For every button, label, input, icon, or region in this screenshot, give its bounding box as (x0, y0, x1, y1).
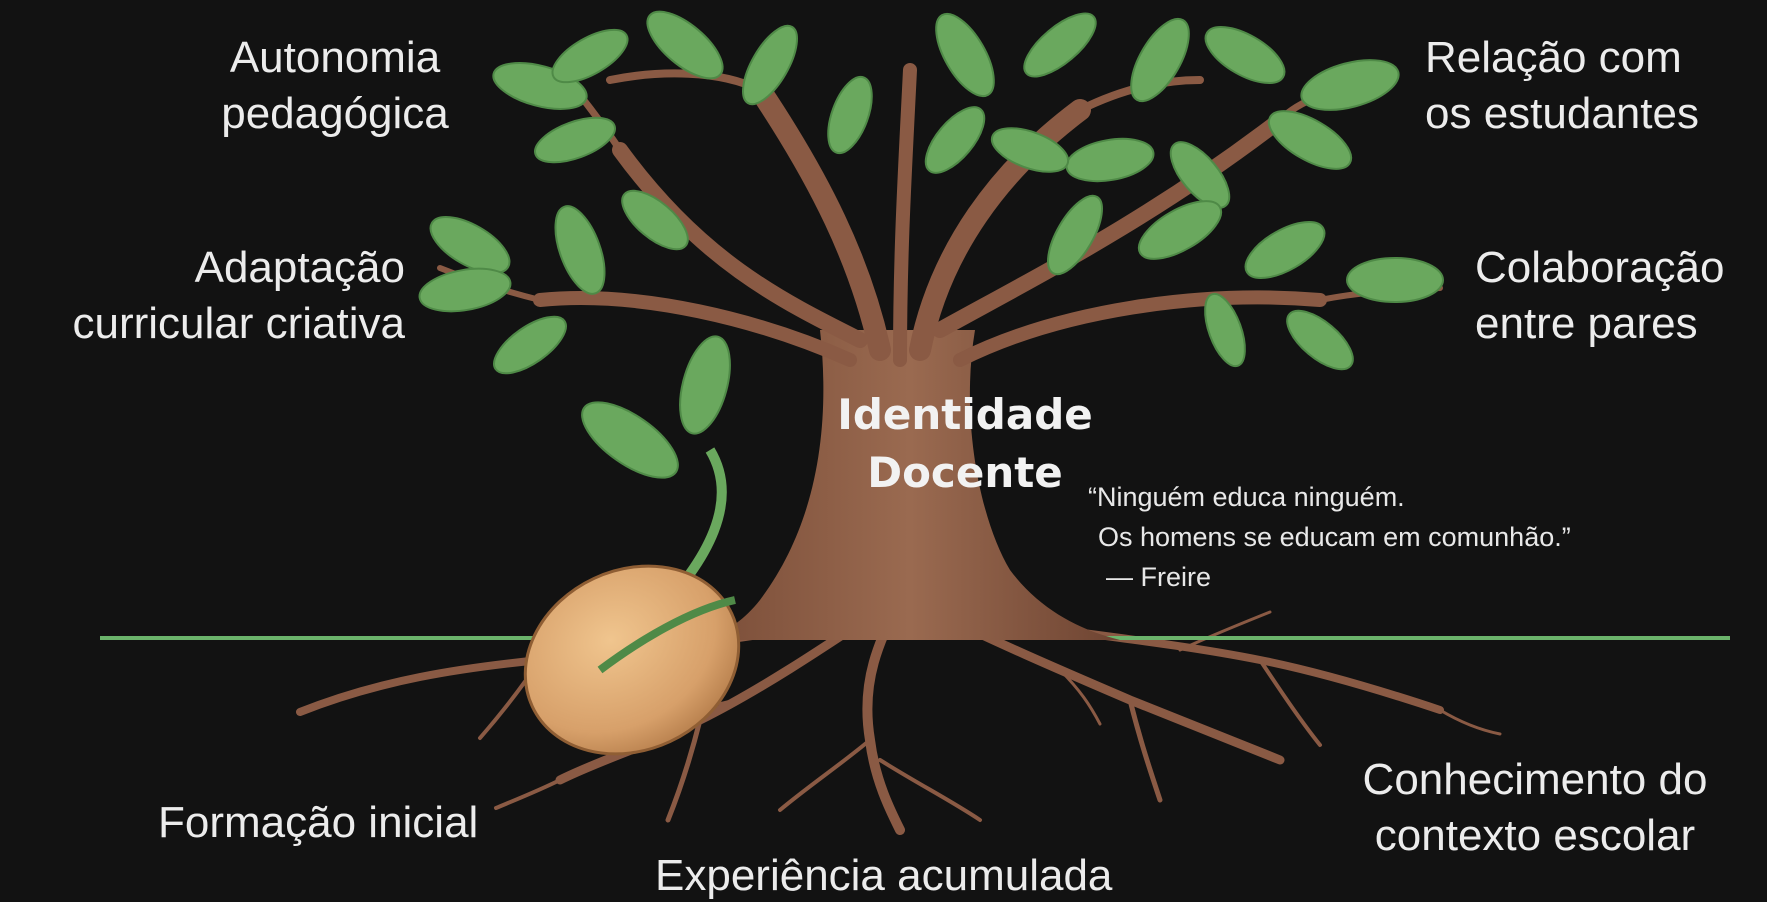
label-experiencia-text: Experiência acumulada (655, 851, 1113, 900)
label-adaptacao-line1: Adaptação (194, 243, 405, 292)
label-colaboracao: Colaboração entre pares (1475, 240, 1765, 352)
label-experiencia: Experiência acumulada (655, 848, 1112, 902)
label-formacao: Formação inicial (158, 795, 478, 851)
label-relacao: Relação com os estudantes (1425, 30, 1755, 142)
quote-attribution: — Freire (1106, 562, 1212, 592)
label-relacao-line1: Relação com (1425, 33, 1682, 82)
label-autonomia-line2: pedagógica (221, 89, 449, 138)
label-autonomia: Autonomia pedagógica (190, 30, 480, 142)
label-conhecimento: Conhecimento do contexto escolar (1325, 752, 1745, 864)
center-title: Identidade Docente (815, 386, 1115, 502)
label-adaptacao: Adaptação curricular criativa (0, 240, 405, 352)
freire-quote: “Ninguém educa ninguém. Os homens se edu… (1088, 477, 1571, 597)
label-relacao-line2: os estudantes (1425, 89, 1699, 138)
center-title-line1: Identidade (837, 390, 1093, 439)
quote-line2: Os homens se educam em comunhão.” (1098, 522, 1571, 552)
center-title-line2: Docente (867, 448, 1063, 497)
label-conhecimento-line2: contexto escolar (1374, 811, 1696, 860)
quote-line1: “Ninguém educa ninguém. (1088, 482, 1405, 512)
label-autonomia-line1: Autonomia (229, 33, 441, 82)
trunk (700, 330, 1120, 640)
label-conhecimento-line1: Conhecimento do (1362, 755, 1708, 804)
branches (437, 63, 1443, 367)
label-colaboracao-line1: Colaboração (1475, 243, 1725, 292)
seed-sprout (523, 335, 741, 756)
label-adaptacao-line2: curricular criativa (72, 299, 405, 348)
label-formacao-text: Formação inicial (158, 798, 479, 847)
label-colaboracao-line2: entre pares (1475, 299, 1698, 348)
leaves (418, 10, 1444, 375)
